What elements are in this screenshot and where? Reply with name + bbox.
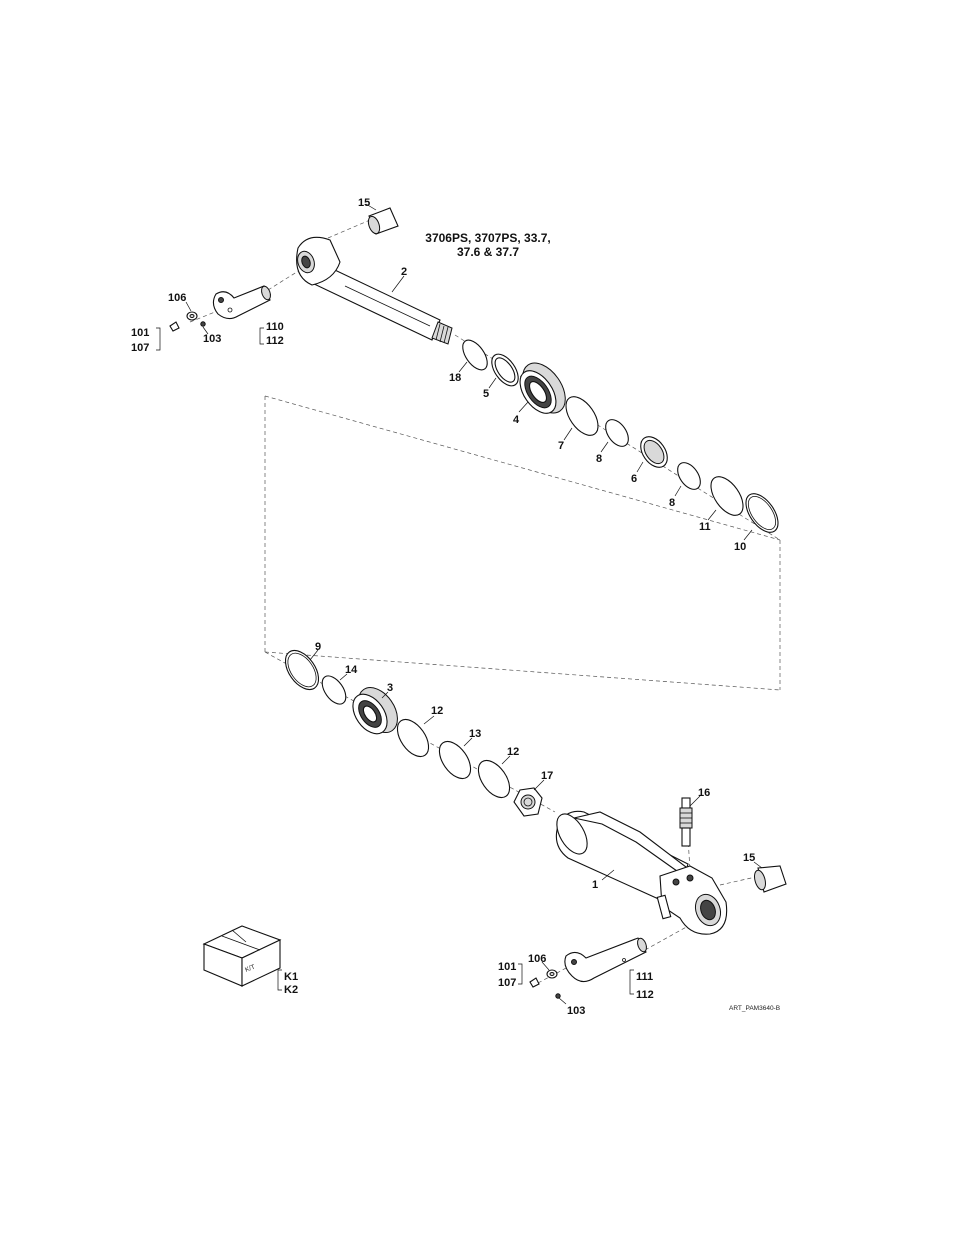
callout-2: 2: [401, 266, 407, 278]
bushing-15-top: [366, 208, 398, 235]
callout-8-lower: 8: [669, 497, 675, 509]
callout-112-bottom: 112: [636, 989, 654, 1001]
callout-15-top: 15: [358, 197, 370, 209]
callout-1: 1: [592, 879, 598, 891]
piston-rod-2: [295, 237, 452, 344]
kit-box: K/T: [204, 926, 280, 986]
ring-14: [317, 672, 350, 709]
callout-15-bottom: 15: [743, 852, 755, 864]
callout-18: 18: [449, 372, 461, 384]
nut-17: [514, 788, 542, 816]
ring-13: [433, 736, 477, 784]
callout-9: 9: [315, 641, 321, 653]
bolt-101-bottom: [530, 978, 539, 987]
callout-106-top: 106: [168, 292, 186, 304]
callout-101-top: 101: [131, 327, 149, 339]
o-ring-7: [560, 391, 605, 441]
art-reference: ART_PAM3640-B: [729, 1005, 780, 1012]
piston-3: [346, 680, 406, 740]
callout-4: 4: [513, 414, 520, 426]
callout-107-bottom: 107: [498, 977, 516, 989]
callout-101-bottom: 101: [498, 961, 516, 973]
callout-12-lower: 12: [507, 746, 519, 758]
callout-k2: K2: [284, 984, 298, 996]
valve-16: [680, 798, 692, 846]
grease-fitting-103-top: [201, 322, 205, 326]
callout-7: 7: [558, 440, 564, 452]
callout-16: 16: [698, 787, 710, 799]
callout-5: 5: [483, 388, 489, 400]
callout-6: 6: [631, 473, 637, 485]
washer-106-bottom: [547, 970, 557, 978]
o-ring-11: [705, 471, 750, 521]
callout-107-top: 107: [131, 342, 149, 354]
bolt-101-top: [170, 322, 179, 331]
callout-103-top: 103: [203, 333, 221, 345]
model-title-line-2: 37.6 & 37.7: [457, 245, 519, 259]
ring-12b: [472, 755, 516, 803]
seal-5: [486, 350, 523, 391]
callout-106-bottom: 106: [528, 953, 546, 965]
callout-17: 17: [541, 770, 553, 782]
model-title-line-1: 3706PS, 3707PS, 33.7,: [425, 231, 550, 245]
pin-110-top: [213, 285, 272, 319]
model-title: 3706PS, 3707PS, 33.7, 37.6 & 37.7: [425, 231, 550, 259]
grease-fitting-103-bottom: [556, 994, 560, 998]
callout-8-upper: 8: [596, 453, 602, 465]
cylinder-barrel-1: [551, 809, 727, 934]
callout-14: 14: [345, 664, 358, 676]
callout-11: 11: [699, 521, 711, 533]
callout-103-bottom: 103: [567, 1005, 585, 1017]
washer-106-top: [187, 312, 197, 320]
callout-3: 3: [387, 682, 393, 694]
callout-111: 111: [636, 971, 653, 983]
callout-13: 13: [469, 728, 481, 740]
callout-112-top: 112: [266, 335, 284, 347]
callout-12-upper: 12: [431, 705, 443, 717]
bushing-15-bottom: [753, 866, 786, 892]
ring-8b: [673, 459, 705, 494]
head-gland-4: [513, 355, 574, 420]
callout-k1: K1: [284, 971, 298, 983]
callout-10: 10: [734, 541, 746, 553]
callout-110: 110: [266, 321, 284, 333]
